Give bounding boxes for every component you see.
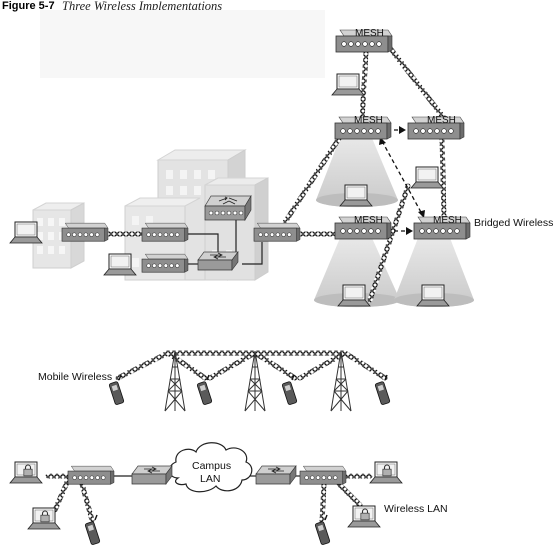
laptop-cone-ll [337,284,371,307]
laptop-mesh-ur [410,166,444,189]
lan-switch-left [131,465,173,485]
campus-lan-cloud: Campus LAN [168,442,253,493]
lan-switch-right [255,465,297,485]
mesh-label-lr: MESH [433,215,462,226]
campus-lan-line1: Campus [192,460,231,472]
mesh-label-ul: MESH [354,115,383,126]
wireless-lan-label: Wireless LAN [384,503,448,515]
laptop-left-building [9,221,43,244]
building-left [32,202,85,269]
bridge-ap-right [253,222,301,242]
figure-label: Figure 5-7 [2,0,55,12]
laptop-campus [103,253,137,276]
campus-router [204,195,252,221]
mesh-label-top: MESH [355,28,384,39]
wireless-links [45,45,447,525]
campus-lan-line2: LAN [200,473,220,485]
arrow-heads [379,126,425,235]
lan-ap-left [67,465,115,485]
laptop-cone-lr [416,284,450,307]
mesh-label-ur: MESH [427,115,456,126]
mobile-wireless-label: Mobile Wireless [38,371,112,383]
background-panel [40,10,325,78]
figure-title: Three Wireless Implementations [62,0,223,13]
bridge-ap-center [141,222,189,242]
bridge-ap-left [61,222,109,242]
campus-ap [141,253,189,273]
bridged-wireless-label: Bridged Wireless [474,217,553,229]
campus-switch [197,251,239,271]
laptop-cone-ul [339,184,373,207]
laptop-mesh-top [331,73,365,96]
lan-ap-right [299,465,347,485]
mesh-label-ll: MESH [354,215,383,226]
phone-4 [374,374,391,406]
mesh-labels: MESH MESH MESH MESH MESH [354,28,462,226]
